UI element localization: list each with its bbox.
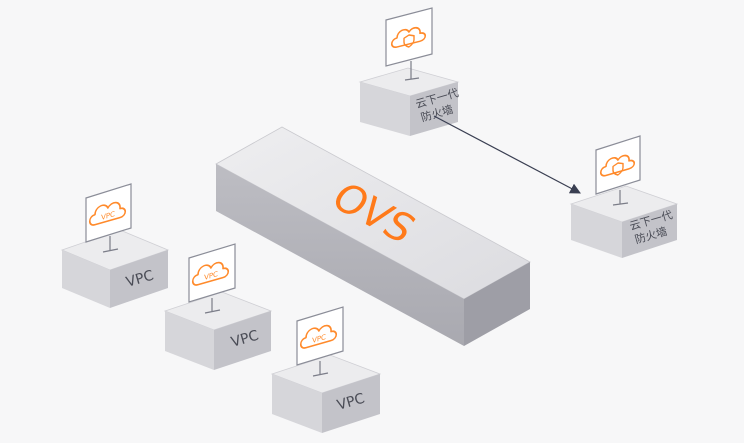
- firewall-2-box-left: [571, 204, 622, 258]
- vpc-1-box-left: [62, 250, 110, 308]
- cloud-vpc-icon: VPC: [88, 197, 127, 228]
- firewall-1-monitor: [385, 7, 433, 67]
- vpc-2-monitor: [188, 243, 236, 303]
- vpc-2-box-left: [165, 311, 214, 370]
- traffic-arrow: [433, 115, 581, 194]
- vpc-node-3: VPC VPC: [270, 306, 382, 433]
- firewall-2-box-right: [622, 204, 677, 258]
- vpc-2-label: VPC: [229, 328, 260, 351]
- vpc-1-monitor-stand: [102, 236, 119, 253]
- vpc-1-box-right: [110, 250, 168, 308]
- firewall-1-box-left: [360, 82, 410, 136]
- vpc-3-box-left: [272, 374, 322, 433]
- ovs-switch: OVS: [215, 126, 531, 346]
- vpc-node-1: VPC VPC: [60, 183, 170, 308]
- vpc-3-box-right: [322, 374, 380, 433]
- firewall-node-1: 云下一代 防火墙: [358, 7, 460, 136]
- cloud-vpc-icon: VPC: [191, 257, 230, 288]
- vpc-1-monitor: [85, 183, 132, 243]
- firewall-node-2: 云下一代 防火墙: [569, 135, 679, 258]
- vpc-3-label: VPC: [335, 391, 366, 414]
- firewall-2-monitor-stand: [612, 190, 629, 206]
- vpc-node-2: VPC VPC: [163, 243, 273, 370]
- vpc-1-label: VPC: [124, 268, 155, 291]
- vpc-2-box-right: [214, 311, 271, 370]
- vpc-2-monitor-stand: [204, 298, 221, 314]
- vpc-3-icon-text: VPC: [312, 332, 326, 345]
- vpc-1-icon-text: VPC: [101, 209, 115, 222]
- ovs-switch-side: [464, 262, 530, 346]
- firewall-1-monitor-stand: [404, 61, 420, 81]
- vpc-3-monitor: [296, 306, 344, 366]
- cloud-vpc-icon: VPC: [299, 320, 338, 351]
- vpc-2-icon-text: VPC: [204, 269, 218, 282]
- vpc-3-monitor-stand: [312, 361, 329, 377]
- firewall-2-monitor: [595, 135, 641, 195]
- ovs-switch-front: [216, 164, 464, 346]
